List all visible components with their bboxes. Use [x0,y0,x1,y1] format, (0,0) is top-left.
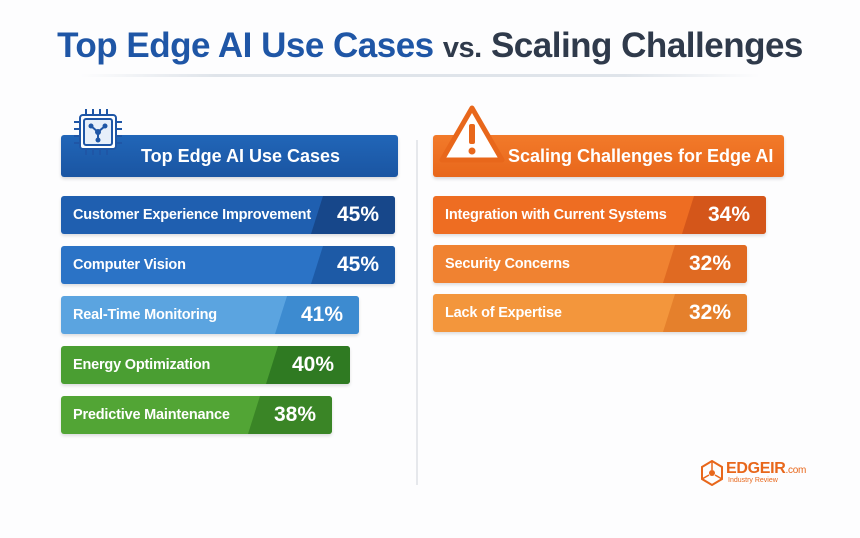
bar-label: Predictive Maintenance [73,407,230,423]
bar-value-label: 40% [266,346,350,384]
logo-brand: EDGEIR [726,460,786,477]
bar-label: Energy Optimization [73,357,211,373]
bar-energy-optimization: Energy Optimization 40% [61,346,350,384]
bar-value-label: 32% [663,294,747,332]
bar-value-label: 45% [311,196,395,234]
bar-label: Integration with Current Systems [445,207,667,223]
title-part-2: vs. [442,32,482,64]
bar-computer-vision: Computer Vision 45% [61,246,395,284]
logo-subtitle: Industry Review [728,477,778,484]
bar-integration-with-current-systems: Integration with Current Systems 34% [433,196,766,234]
bar-value-label: 34% [682,196,766,234]
bar-label: Lack of Expertise [445,305,562,321]
use-cases-header: Top Edge AI Use Cases [61,135,398,177]
warning-icon [439,105,505,163]
bar-real-time-monitoring: Real-Time Monitoring 41% [61,296,359,334]
bar-security-concerns: Security Concerns 32% [433,245,747,283]
bar-value-label: 41% [275,296,359,334]
challenges-header-label: Scaling Challenges for Edge AI [508,145,774,166]
chip-icon [74,109,122,155]
use-cases-header-label: Top Edge AI Use Cases [141,145,341,166]
bar-label: Computer Vision [73,257,186,273]
bar-lack-of-expertise: Lack of Expertise 32% [433,294,747,332]
logo-suffix: .com [785,465,807,476]
bar-value-label: 45% [311,246,395,284]
title-part-1: Top Edge AI Use Cases [57,26,434,65]
bar-value-label: 38% [248,396,332,434]
title-part-3: Scaling Challenges [490,26,803,65]
bar-predictive-maintenance: Predictive Maintenance 38% [61,396,332,434]
title-underline [80,74,760,77]
edgeir-logo: EDGEIR.com Industry Review [700,458,820,488]
hexagon-logo-icon [701,460,723,486]
bar-label: Security Concerns [445,256,570,272]
bar-value-label: 32% [663,245,747,283]
column-divider [416,140,418,485]
bar-label: Real-Time Monitoring [73,307,217,323]
bar-label: Customer Experience Improvement [73,207,311,223]
page-title: Top Edge AI Use Cases vs. Scaling Challe… [0,26,860,66]
